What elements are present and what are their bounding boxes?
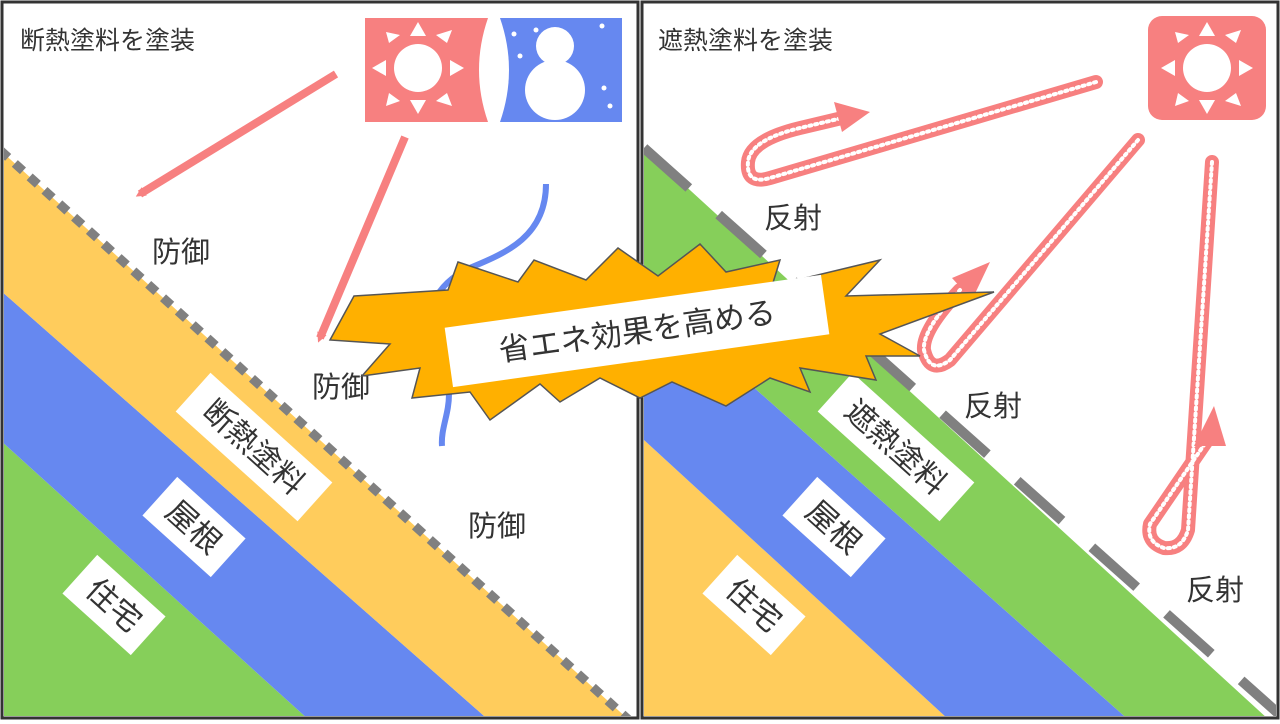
left-panel: 断熱塗料を塗装: [4, 18, 632, 716]
reflect-arrow-3: [1142, 155, 1219, 556]
right-layers: [644, 144, 1276, 716]
reflect-label-1: 反射: [764, 201, 822, 235]
snowman-icon: [500, 18, 622, 122]
reflect-label-3: 反射: [1186, 573, 1244, 607]
heat-arrow-2: [316, 135, 409, 343]
left-coating-edge: [4, 147, 632, 716]
right-roof-label: 屋根: [782, 476, 886, 578]
heat-arrow-1: [135, 70, 339, 198]
reflect-arrow-2: [916, 133, 1145, 373]
defense-label-3: 防御: [468, 509, 526, 543]
defense-label-1: 防御: [152, 235, 210, 269]
defense-label-2: 防御: [312, 370, 370, 404]
right-coating-edge: [644, 144, 1276, 716]
center-burst: 省エネ効果を高める: [328, 242, 995, 422]
left-layers: [4, 147, 632, 716]
reflect-label-2: 反射: [964, 389, 1022, 423]
sun-icon: [365, 18, 488, 122]
right-title: 遮熱塗料を塗装: [658, 26, 833, 55]
left-title: 断熱塗料を塗装: [20, 26, 195, 55]
sun-icon-right: [1148, 16, 1266, 120]
